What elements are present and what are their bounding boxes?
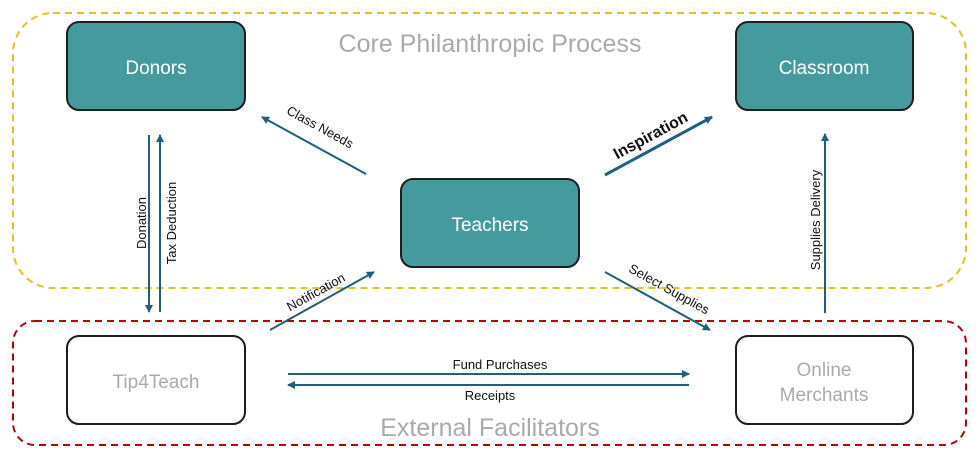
fund-purchases-label: Fund Purchases <box>453 357 548 372</box>
classroom-node: Classroom <box>735 21 914 111</box>
select-supplies-arrow <box>604 271 711 331</box>
receipts-label: Receipts <box>465 388 516 403</box>
tip4teach-node: Tip4Teach <box>66 335 246 425</box>
teachers-label: Teachers <box>451 215 528 236</box>
online-merchants-node: Online Merchants <box>735 335 914 425</box>
external-facilitators-region <box>12 320 967 446</box>
class-needs-label: Class Needs <box>284 103 356 152</box>
supplies-delivery-label: Supplies Delivery <box>808 169 823 270</box>
online-merchants-label-line1: Online <box>797 360 852 381</box>
inspiration-arrow <box>604 115 713 177</box>
classroom-label: Classroom <box>779 58 870 79</box>
external-facilitators-label: External Facilitators <box>380 414 600 442</box>
tax-deduction-label: Tax Deduction <box>164 182 179 264</box>
tip4teach-label: Tip4Teach <box>113 372 200 393</box>
core-process-label: Core Philanthropic Process <box>339 30 642 58</box>
notification-arrow <box>269 271 375 331</box>
class-needs-arrow <box>261 116 367 175</box>
core-process-region <box>12 12 967 289</box>
select-supplies-label: Select Supplies <box>626 261 712 318</box>
teachers-node: Teachers <box>400 178 580 268</box>
online-merchants-label-line2: Merchants <box>780 385 869 406</box>
donation-label: Donation <box>134 197 149 249</box>
donors-node: Donors <box>66 21 246 111</box>
donors-label: Donors <box>125 58 186 79</box>
